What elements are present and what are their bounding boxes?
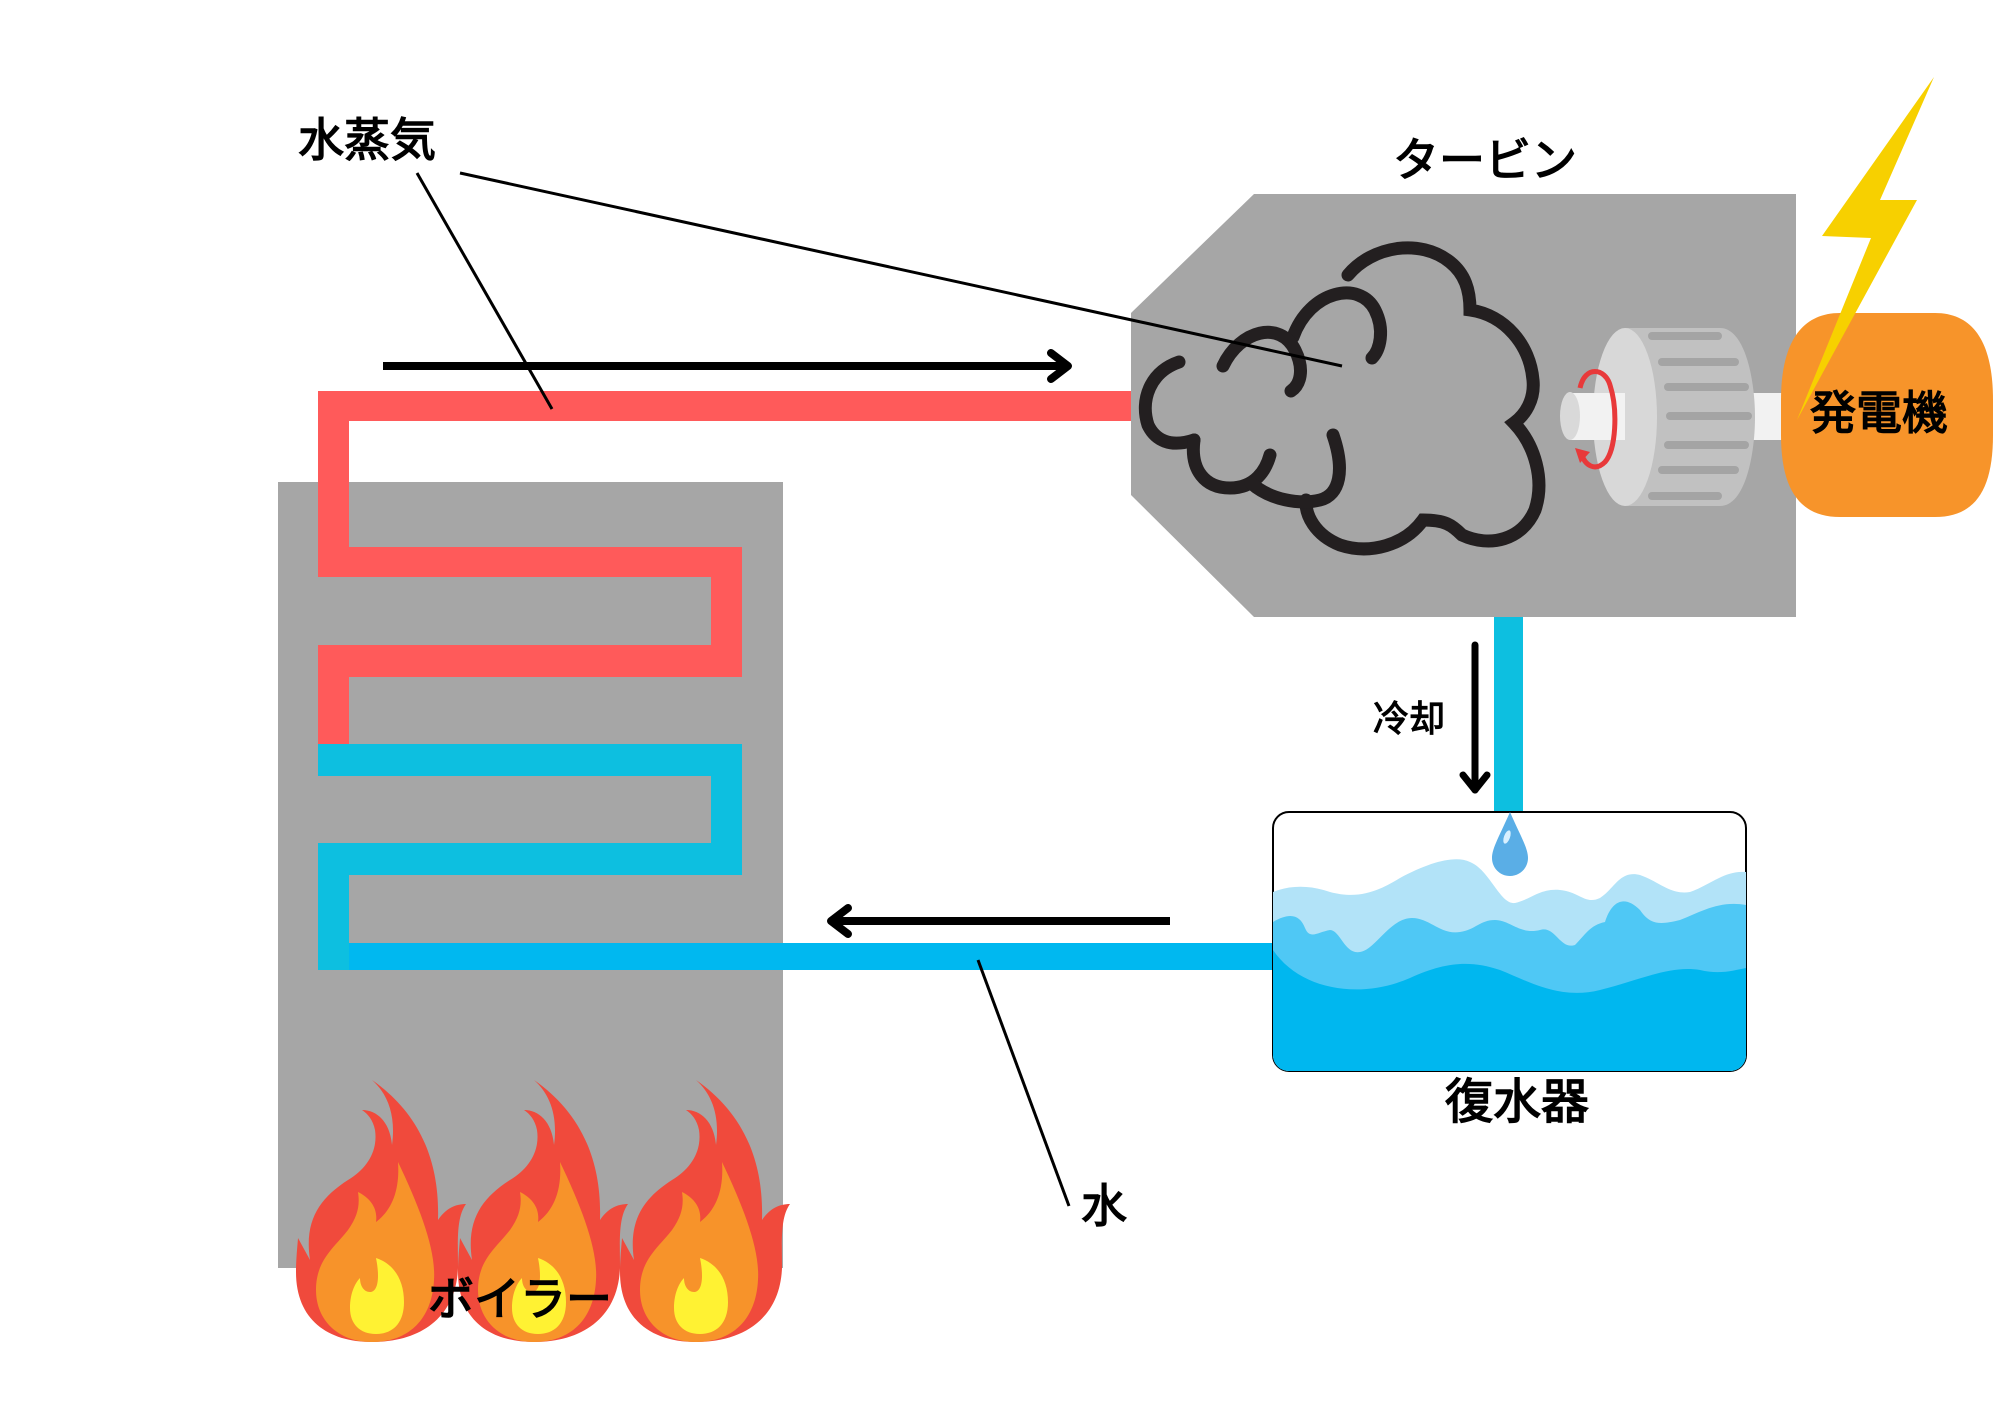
steam-cloud-icon	[1138, 241, 1546, 556]
steam-label: 水蒸気	[298, 113, 436, 167]
rotation-arrow-icon	[1575, 369, 1618, 470]
water-leader-line	[976, 959, 1071, 1207]
condenser-label: 復水器	[1445, 1074, 1590, 1130]
condenser-tank	[1272, 811, 1747, 1072]
water-drop-icon	[1492, 812, 1528, 876]
steam-leader-line	[459, 171, 1343, 368]
rotor-icon	[1560, 328, 1782, 506]
fire-icon	[296, 1080, 466, 1342]
boiler-label: ボイラー	[428, 1272, 612, 1326]
flow-arrow-right	[383, 349, 1072, 383]
water-label: 水	[1081, 1179, 1127, 1233]
cooling-label: 冷却	[1373, 699, 1446, 740]
return-pipe	[349, 943, 1274, 970]
generator-label: 発電機	[1810, 386, 1948, 440]
generator-body	[1781, 313, 1993, 517]
turbine-label: タービン	[1393, 133, 1577, 187]
fire-icon	[620, 1080, 790, 1342]
turbine-housing	[1131, 194, 1796, 617]
steam-leader-line	[415, 172, 554, 410]
flow-arrow-down	[1459, 641, 1491, 794]
steam-pipe	[318, 391, 1131, 744]
fire-icon	[458, 1080, 628, 1342]
condensate-pipe	[1494, 617, 1523, 814]
flow-arrow-left	[827, 904, 1170, 938]
water-pipe	[318, 744, 742, 970]
